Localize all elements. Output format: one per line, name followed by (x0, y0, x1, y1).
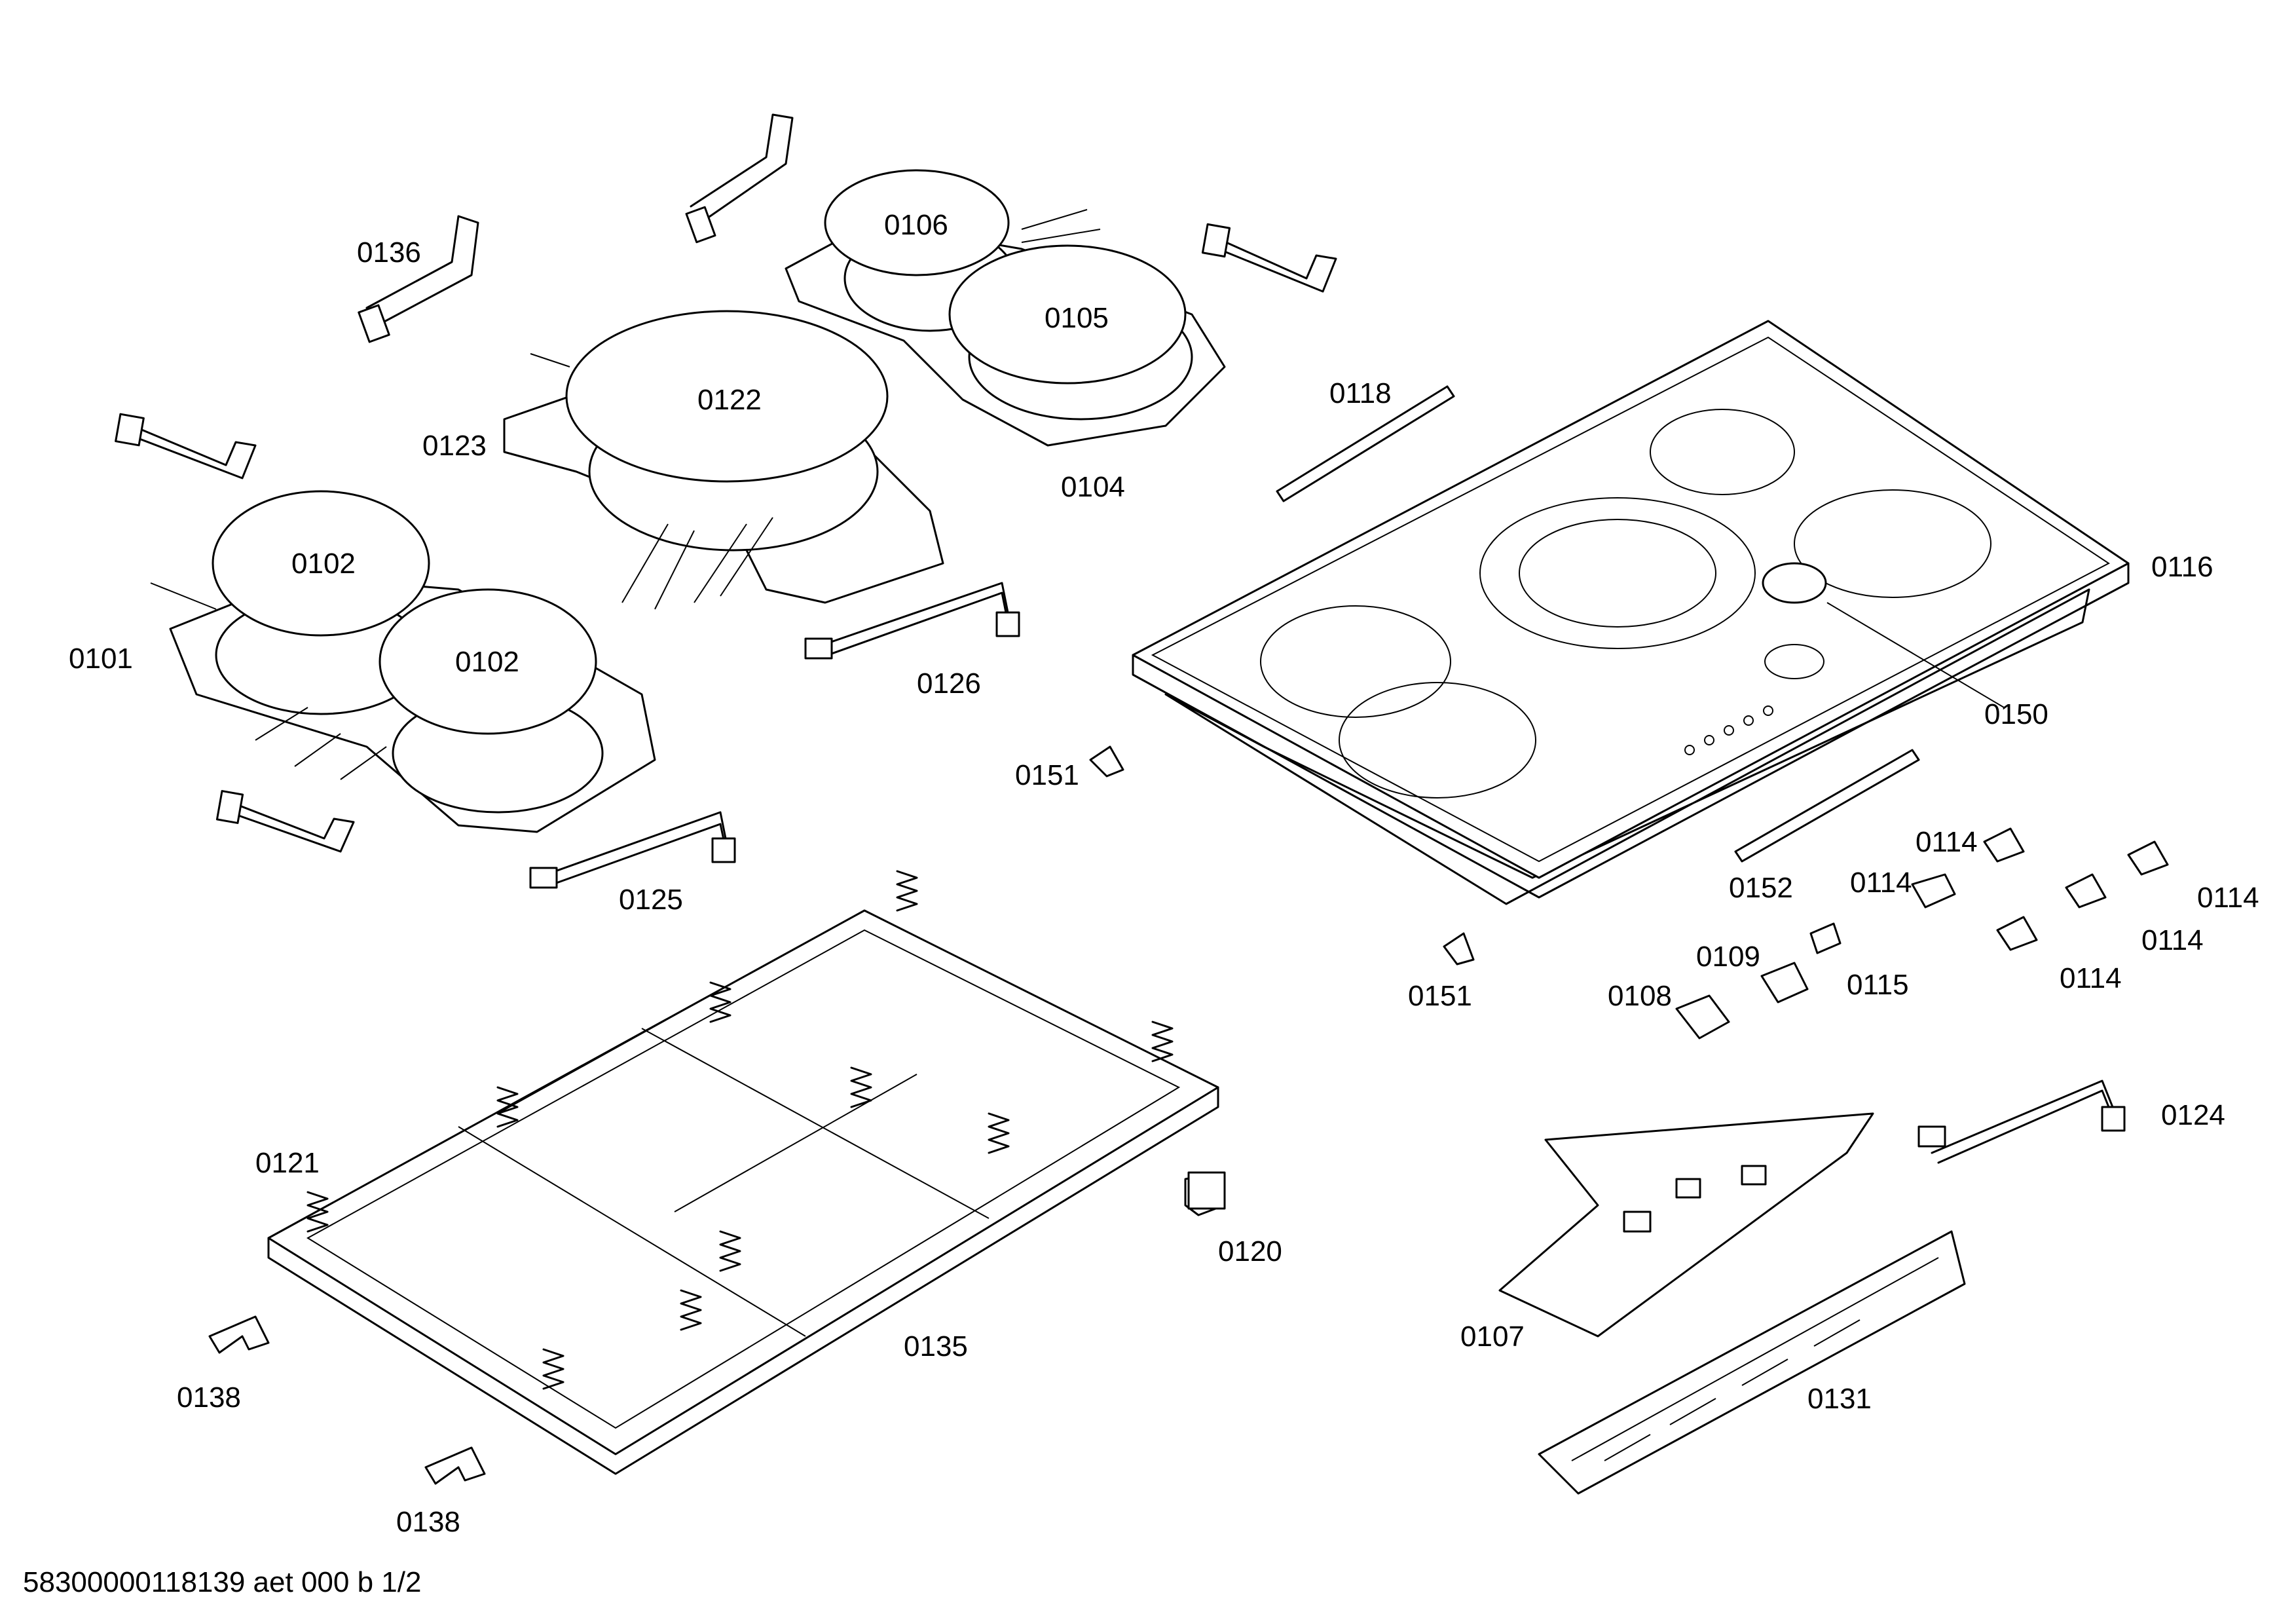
label-0109: 0109 (1696, 941, 1760, 973)
label-0104: 0104 (1061, 471, 1125, 503)
label-0120: 0120 (1218, 1235, 1282, 1267)
label-0135: 0135 (904, 1330, 968, 1362)
label-0114-a: 0114 (1916, 826, 1978, 858)
cable-clamps (115, 113, 1337, 853)
heating-element-0105 (948, 244, 1187, 385)
label-0107: 0107 (1460, 1321, 1525, 1353)
label-0114-e: 0114 (2060, 962, 2122, 994)
label-0105: 0105 (1045, 302, 1109, 334)
label-0102-b: 0102 (455, 646, 519, 678)
terminal-block-0120 (1187, 1171, 1226, 1210)
label-0114-d: 0114 (2141, 924, 2204, 956)
part-labels: 0101 0102 0102 0104 0105 0106 0107 0108 … (69, 209, 2259, 1538)
drawing-reference-footer: 58300000118139 aet 000 b 1/2 (23, 1566, 421, 1598)
heating-element-0106 (824, 169, 1010, 276)
label-0131: 0131 (1807, 1383, 1872, 1415)
label-0124: 0124 (2161, 1099, 2225, 1131)
label-0115: 0115 (1847, 969, 1909, 1001)
control-board-0107 (1498, 1112, 1874, 1338)
mounting-frame-0135 (267, 909, 1219, 1475)
label-0123: 0123 (422, 430, 487, 462)
label-0151-a: 0151 (1015, 759, 1079, 791)
label-0101: 0101 (69, 643, 133, 675)
label-0150: 0150 (1984, 698, 2048, 730)
burner-assembly-0104 (785, 169, 1226, 447)
burner-assembly-0101 (150, 490, 656, 833)
label-0108: 0108 (1608, 980, 1672, 1012)
label-0118: 0118 (1329, 377, 1392, 409)
label-0138-b: 0138 (396, 1506, 460, 1538)
glass-ceramic-hob (1132, 320, 2130, 905)
sealing-strips (1276, 385, 1920, 863)
springs (306, 870, 1174, 1390)
label-0116: 0116 (2151, 551, 2213, 583)
label-0114-c: 0114 (2197, 882, 2259, 914)
heating-element-0102-b (379, 588, 597, 735)
label-0114-b: 0114 (1850, 867, 1912, 899)
label-0138-a: 0138 (177, 1381, 241, 1414)
heating-element-0102-a (212, 490, 430, 637)
burner-assembly-0123 (503, 310, 944, 610)
label-0121: 0121 (255, 1147, 320, 1179)
label-0152: 0152 (1729, 872, 1793, 904)
label-0106: 0106 (884, 209, 948, 241)
clips-0138 (208, 1315, 486, 1485)
label-0122: 0122 (697, 384, 762, 416)
label-0151-b: 0151 (1408, 980, 1472, 1012)
label-0102-a: 0102 (291, 548, 356, 580)
wiring-harnesses (529, 582, 2126, 1164)
label-0125: 0125 (619, 884, 683, 916)
control-knob-0150 (1762, 562, 1827, 604)
housing-0131 (1538, 1230, 1966, 1495)
label-0126: 0126 (917, 667, 981, 700)
heating-element-0122 (565, 310, 889, 483)
label-0136: 0136 (357, 236, 421, 269)
